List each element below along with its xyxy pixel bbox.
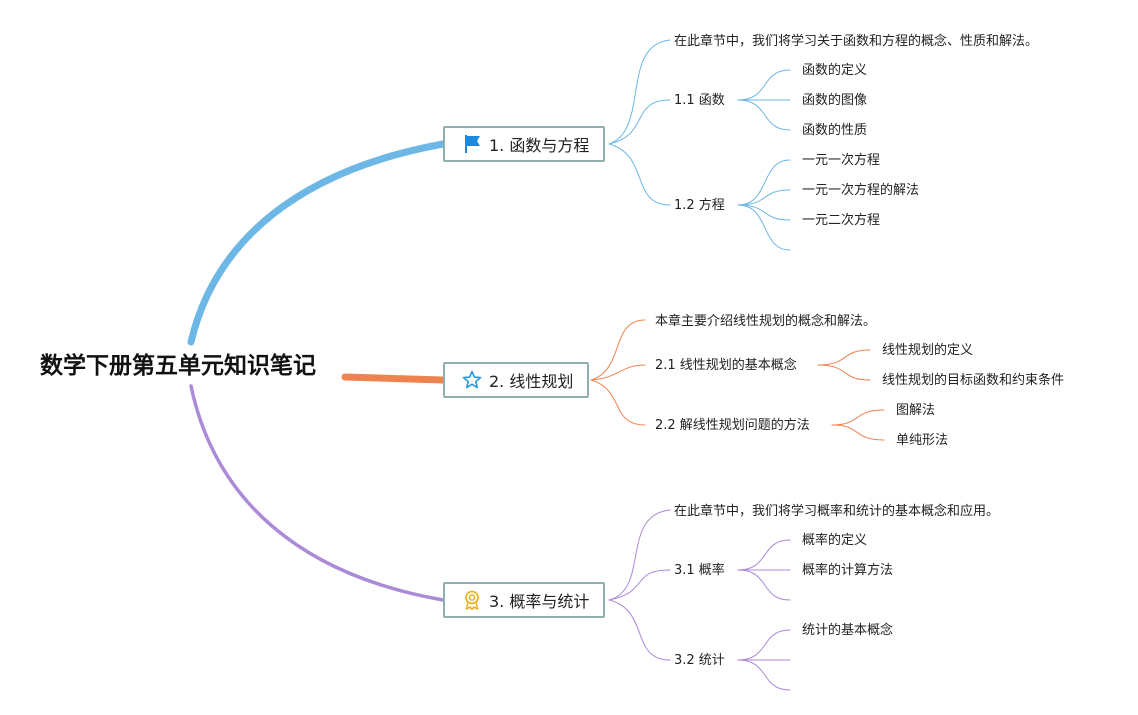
section-topic[interactable]: 1.2 方程 [674,198,725,213]
leaf-topic[interactable]: 一元一次方程的解法 [802,183,920,198]
main-branch-line [341,373,447,384]
leaf-topic[interactable]: 一元一次方程 [802,153,881,168]
branch-label: 1. 函数与方程 [489,136,590,155]
connector [737,539,791,571]
main-branch-line [187,140,447,346]
connector [608,39,671,145]
connector [608,569,671,601]
connector [737,569,791,601]
section-topic[interactable]: 1.1 函数 [674,93,725,108]
leaf-topic[interactable]: 概率的计算方法 [802,563,894,578]
connector [590,319,646,381]
connector [590,379,646,426]
flag-icon [461,133,483,155]
branch-label: 3. 概率与统计 [489,592,590,611]
connector [608,599,671,661]
section-topic[interactable]: 2.2 解线性规划问题的方法 [655,418,810,433]
intro-text[interactable]: 本章主要介绍线性规划的概念和解法。 [655,314,877,329]
leaf-topic[interactable]: 图解法 [896,403,936,418]
connector [737,204,791,221]
intro-text[interactable]: 在此章节中，我们将学习概率和统计的基本概念和应用。 [674,504,1000,519]
connector [608,509,671,601]
main-branch-line [189,384,445,602]
branch-label: 2. 线性规划 [489,372,574,391]
connector [737,204,791,251]
connector [737,159,791,206]
leaf-topic[interactable]: 统计的基本概念 [802,623,894,638]
leaf-topic[interactable]: 概率的定义 [802,533,868,548]
leaf-topic[interactable]: 函数的定义 [802,63,868,78]
branch-topic-linear-programming[interactable]: 2. 线性规划 [443,362,590,398]
leaf-topic[interactable]: 一元二次方程 [802,213,881,228]
medal-icon [461,589,483,611]
leaf-topic[interactable]: 单纯形法 [896,433,949,448]
connector [817,349,871,366]
connector [831,409,885,426]
connector [737,189,791,206]
section-topic[interactable]: 3.1 概率 [674,563,725,578]
root-topic[interactable]: 数学下册第五单元知识笔记 [40,353,316,379]
star-icon [461,369,483,391]
section-topic[interactable]: 3.2 统计 [674,653,725,668]
connector [608,99,671,145]
connector [737,629,791,661]
section-topic[interactable]: 2.1 线性规划的基本概念 [655,358,797,373]
connector [737,659,791,691]
leaf-topic[interactable]: 线性规划的目标函数和约束条件 [882,373,1065,388]
leaf-topic[interactable]: 函数的图像 [802,93,868,108]
connector [608,143,671,206]
leaf-topic[interactable]: 函数的性质 [802,123,868,138]
branch-topic-functions-equations[interactable]: 1. 函数与方程 [443,126,606,162]
branch-topic-probability-statistics[interactable]: 3. 概率与统计 [443,582,606,618]
leaf-topic[interactable]: 线性规划的定义 [882,343,974,358]
connector [590,364,646,381]
intro-text[interactable]: 在此章节中，我们将学习关于函数和方程的概念、性质和解法。 [674,34,1039,49]
connector [817,364,871,381]
connector [831,424,885,441]
connector [737,99,791,131]
connector [737,69,791,101]
